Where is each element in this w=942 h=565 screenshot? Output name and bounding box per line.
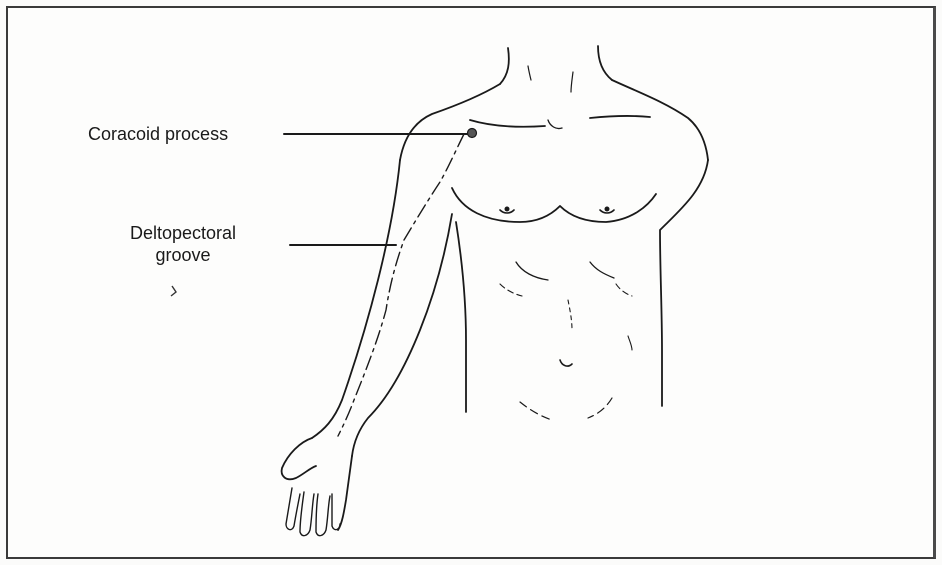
- hand-palm-outline: [338, 456, 352, 530]
- abdomen-mark-right: [590, 262, 614, 278]
- finger-3: [316, 494, 330, 536]
- coracoid-marker: [468, 129, 477, 138]
- abdomen-mark-midline: [568, 300, 572, 330]
- right-clavicle: [590, 116, 650, 118]
- abdomen-mark-left: [516, 262, 548, 280]
- deltopectoral-label-line1: Deltopectoral: [118, 222, 248, 244]
- deltopectoral-groove-line: [338, 134, 464, 436]
- groin-mark-left: [520, 402, 552, 420]
- hand-outline: [282, 438, 316, 479]
- right-shoulder-outline: [612, 80, 708, 160]
- left-nipple-dot: [505, 207, 510, 212]
- right-nipple-dot: [605, 207, 610, 212]
- stray-mark: [171, 286, 176, 296]
- right-side-mark: [628, 336, 632, 350]
- torso-left-side: [456, 222, 466, 412]
- deltopectoral-label: Deltopectoral groove: [118, 222, 248, 266]
- finger-1: [286, 488, 300, 530]
- finger-2: [300, 492, 314, 536]
- coracoid-label: Coracoid process: [88, 123, 228, 145]
- navel: [560, 360, 572, 366]
- pectoral-outline: [452, 188, 656, 222]
- abdomen-mark-right-2: [616, 284, 632, 296]
- left-clavicle: [470, 120, 545, 127]
- finger-4: [332, 494, 340, 530]
- deltopectoral-label-line2: groove: [118, 244, 248, 266]
- neck-center-mark: [528, 66, 531, 80]
- left-shoulder-outline: [400, 84, 500, 160]
- sternal-notch: [548, 120, 562, 129]
- groin-mark-right: [588, 398, 612, 418]
- neck-left-outline: [500, 48, 509, 84]
- arm-inner-outline: [352, 214, 452, 456]
- abdomen-mark-left-2: [500, 284, 522, 296]
- neck-right-outline: [598, 46, 612, 80]
- neck-center-mark-2: [571, 72, 573, 92]
- torso-right-side: [660, 160, 708, 406]
